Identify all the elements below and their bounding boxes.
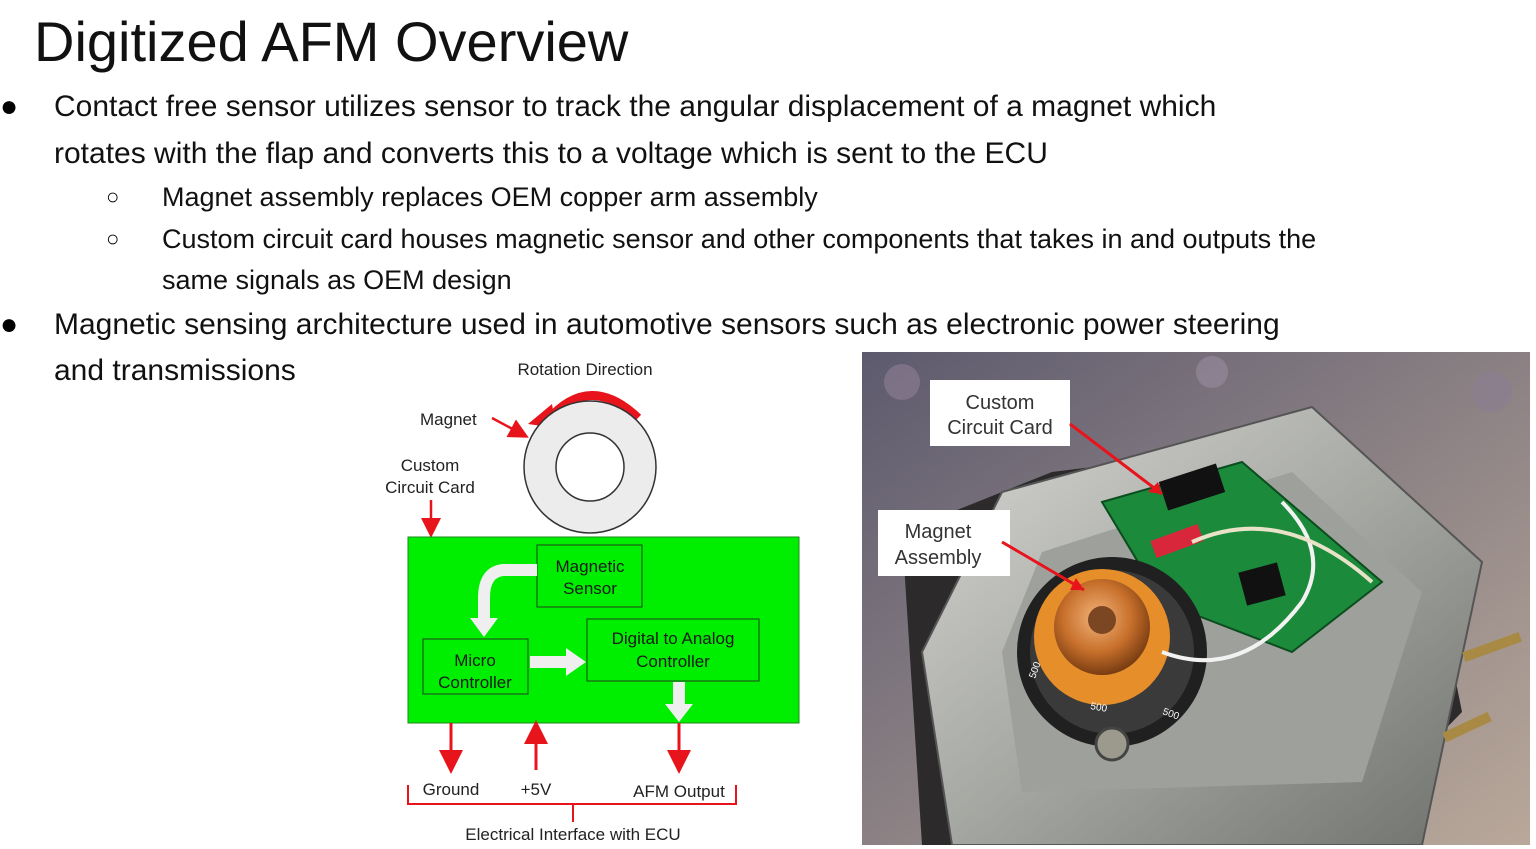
photo-magnet-arrow xyxy=(1001,540,1085,592)
bullet-1-line-1: Contact free sensor utilizes sensor to t… xyxy=(54,90,1217,123)
photo-magnet-arrow-head xyxy=(1070,578,1084,590)
sub-bullet-1: Magnet assembly replaces OEM copper arm … xyxy=(162,182,818,212)
photo-custom-label: Custom xyxy=(966,392,1035,414)
photo-card-label-box xyxy=(930,380,1070,446)
dac-output-arrow-head xyxy=(665,704,693,722)
photo-assembly-label: Assembly xyxy=(895,547,982,569)
slide-title: Digitized AFM Overview xyxy=(34,10,629,73)
bullet-2-line-1: Magnetic sensing architecture used in au… xyxy=(54,308,1280,341)
sub-bullet-circle: ○ xyxy=(106,226,120,251)
bullet-dot: ● xyxy=(0,90,19,123)
sub-bullet-2-line-1: Custom circuit card houses magnetic sens… xyxy=(162,224,1317,254)
photo-magnet-label: Magnet xyxy=(905,521,972,543)
afm-photo-illustration: 500 500 500 Custom Circuit Card Magnet A… xyxy=(862,352,1530,845)
plus5v-label: +5V xyxy=(521,780,552,799)
micro-to-dac-arrow xyxy=(530,656,568,668)
custom-label: Custom xyxy=(401,456,460,475)
block-diagram: Rotation Direction Magnet Custom Circuit… xyxy=(385,360,800,844)
ground-label: Ground xyxy=(423,780,480,799)
controller-label: Controller xyxy=(438,673,512,692)
sensor-to-micro-arrow-head xyxy=(470,618,498,637)
afm-output-label: AFM Output xyxy=(633,782,725,801)
afm-photo: 500 500 500 Custom Circuit Card Magnet A… xyxy=(862,352,1530,845)
magnet-pointer-arrow xyxy=(491,416,529,438)
dac-label-1: Digital to Analog xyxy=(612,629,735,648)
dac-output-arrow xyxy=(673,682,685,706)
bullet-1-line-2: rotates with the flap and converts this … xyxy=(54,137,1048,170)
magnet-ring-hole xyxy=(555,432,625,502)
rotation-direction-label: Rotation Direction xyxy=(517,360,652,379)
sensor-to-micro-arrow xyxy=(478,564,537,622)
micro-controller-box xyxy=(422,638,529,695)
bullet-2-line-2: and transmissions xyxy=(54,354,296,387)
dac-label-2: Controller xyxy=(636,652,710,671)
micro-label: Micro xyxy=(454,651,496,670)
sensor-label: Sensor xyxy=(563,579,617,598)
photo-magnet-label-box xyxy=(878,510,1010,576)
sub-bullet-2-line-2: same signals as OEM design xyxy=(162,265,512,295)
photo-card-arrow xyxy=(1069,422,1163,496)
bullet-dot: ● xyxy=(0,308,19,341)
dial-number-2: 500 xyxy=(1089,701,1108,715)
micro-to-dac-arrow-head xyxy=(566,648,586,676)
photo-card-arrow-head xyxy=(1148,482,1162,494)
interface-label: Electrical Interface with ECU xyxy=(465,825,680,844)
magnet-label: Magnet xyxy=(420,410,477,429)
photo-circuit-card-label: Circuit Card xyxy=(947,417,1053,439)
magnetic-sensor-label: Magnetic xyxy=(556,557,625,576)
sub-bullet-circle: ○ xyxy=(106,184,120,209)
circuit-card-label: Circuit Card xyxy=(385,478,475,497)
dac-box xyxy=(586,618,760,682)
